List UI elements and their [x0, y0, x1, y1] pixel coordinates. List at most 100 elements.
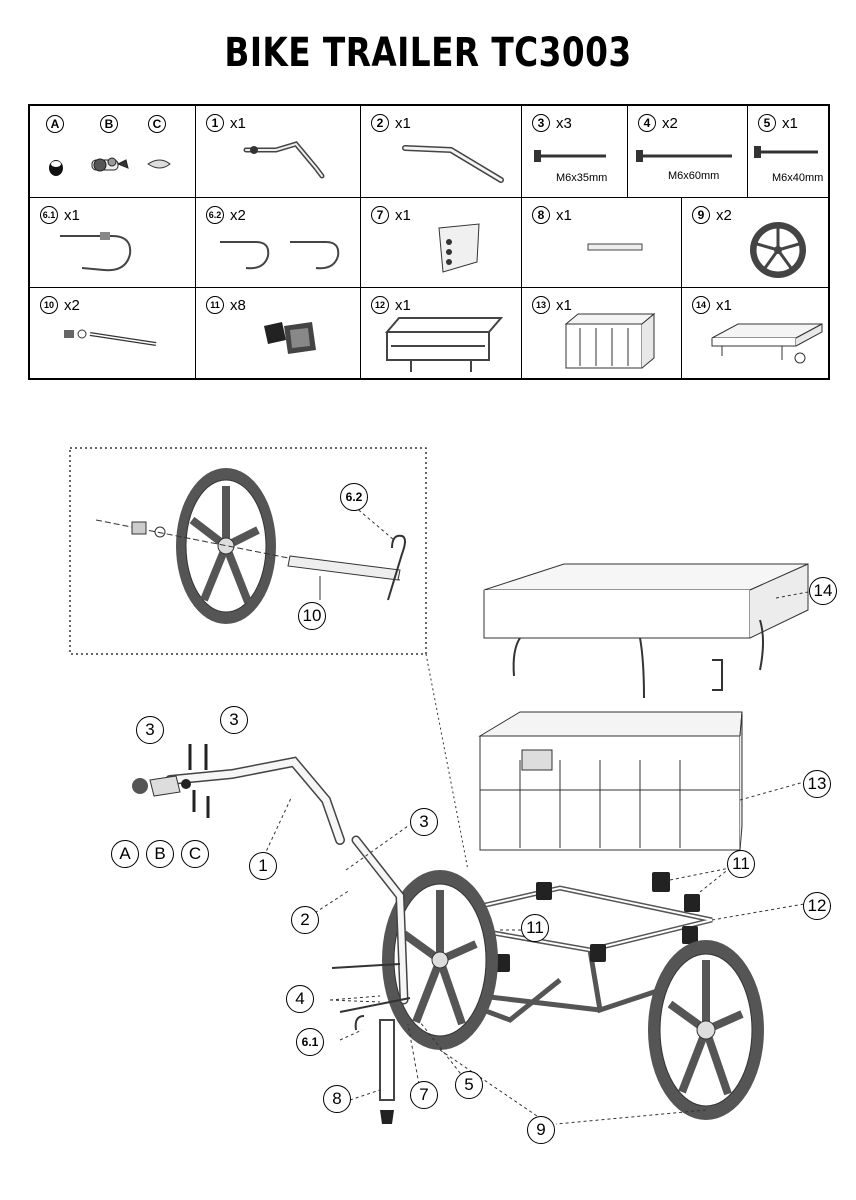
callout-12: 12 [803, 892, 831, 920]
part-id-8: 8 [532, 206, 550, 224]
part-qty-11: x8 [230, 296, 246, 314]
part-cell-14: 14 x1 [682, 288, 828, 380]
part-id-11: 11 [206, 296, 224, 314]
callout-2: 2 [291, 906, 319, 934]
part-qty-7: x1 [395, 206, 411, 224]
part-cell-13: 13 x1 [522, 288, 682, 380]
wheel-icon [750, 222, 806, 278]
callout-8: 8 [323, 1085, 351, 1113]
exploded-view-diagram: 14 13 12 11 11 9 8 7 5 6.1 4 2 3 1 3 3 A… [0, 380, 856, 1200]
part-qty-6-2: x2 [230, 206, 246, 224]
callout-13: 13 [803, 770, 831, 798]
right-wheel-drawing [648, 940, 764, 1120]
callout-3-left: 3 [136, 716, 164, 744]
part-id-12: 12 [371, 296, 389, 314]
bracket-plate-icon [438, 223, 480, 273]
axle-icon [64, 329, 157, 346]
part-id-1: 1 [206, 114, 224, 132]
part-spec-3: M6x35mm [556, 172, 608, 184]
part-id-13: 13 [532, 296, 550, 314]
part-id-2: 2 [371, 114, 389, 132]
part-id-3: 3 [532, 114, 550, 132]
callout-c: C [181, 840, 209, 868]
callout-10: 10 [298, 602, 326, 630]
part-cell-8: 8 x1 [522, 198, 682, 287]
callout-14: 14 [809, 577, 837, 605]
callout-4: 4 [286, 985, 314, 1013]
part-id-6-1: 6.1 [40, 206, 58, 224]
part-id-10: 10 [40, 296, 58, 314]
callout-11-right: 11 [727, 850, 755, 878]
part-cell-2: 2 x1 [361, 106, 522, 197]
part-cell-11: 11 x8 [196, 288, 361, 380]
callout-7: 7 [410, 1081, 438, 1109]
part-qty-1: x1 [230, 114, 246, 132]
part-qty-6-1: x1 [64, 206, 80, 224]
part-id-7: 7 [371, 206, 389, 224]
part-cell-abc: A B C [30, 106, 196, 197]
part-id-14: 14 [692, 296, 710, 314]
part-cell-5: 5 x1 M6x40mm [748, 106, 828, 197]
lock-pin-icon [220, 241, 340, 270]
part-cell-6-1: 6.1 x1 [30, 198, 196, 287]
bottom-pieces-drawing [263, 795, 465, 1124]
callout-3-right: 3 [220, 706, 248, 734]
part-cell-4: 4 x2 M6x60mm [628, 106, 748, 197]
part-id-c: C [148, 115, 166, 133]
callout-6-2: 6.2 [340, 483, 368, 511]
part-cell-7: 7 x1 [361, 198, 522, 287]
crate-icon [564, 312, 656, 369]
part-qty-5: x1 [782, 114, 798, 132]
part-qty-13: x1 [556, 296, 572, 314]
tow-bar-icon [402, 145, 504, 183]
hitch-assembly-drawing [132, 744, 210, 818]
callout-3-tow: 3 [410, 808, 438, 836]
part-id-6-2: 6.2 [206, 206, 224, 224]
frame-icon [384, 317, 504, 372]
parts-row-3: 10 x2 11 x8 12 x1 [30, 288, 828, 380]
part-cell-10: 10 x2 [30, 288, 196, 380]
bolt-m6x60-icon [636, 150, 732, 162]
part-cell-6-2: 6.2 x2 [196, 198, 361, 287]
inset-wheel [95, 468, 406, 624]
part-qty-8: x1 [556, 206, 572, 224]
parts-row-2: 6.1 x1 6.2 x2 7 x1 8 x1 [30, 198, 828, 288]
part-spec-5: M6x40mm [772, 172, 824, 184]
part-id-5: 5 [758, 114, 776, 132]
part-cell-12: 12 x1 [361, 288, 522, 380]
part-id-4: 4 [638, 114, 656, 132]
cover-14-drawing [483, 563, 809, 699]
part-spec-4: M6x60mm [668, 170, 720, 182]
part-cell-3: 3 x3 M6x35mm [522, 106, 628, 197]
axle-tube-icon [587, 243, 643, 251]
part-qty-3: x3 [556, 114, 572, 132]
callout-9: 9 [527, 1116, 555, 1144]
part-id-a: A [46, 115, 64, 133]
callout-b: B [146, 840, 174, 868]
cover-icon [711, 323, 823, 364]
bolt-m6x40-icon [754, 146, 818, 158]
callout-a: A [111, 840, 139, 868]
part-id-9: 9 [692, 206, 710, 224]
callout-11-left: 11 [521, 914, 549, 942]
callout-5: 5 [455, 1071, 483, 1099]
left-wheel-drawing [382, 870, 498, 1050]
part-qty-4: x2 [662, 114, 678, 132]
part-qty-2: x1 [395, 114, 411, 132]
part-a-b-c-illustration [49, 157, 171, 176]
part-qty-14: x1 [716, 296, 732, 314]
crate-13-drawing [478, 711, 805, 851]
hitch-pin-icon [60, 232, 132, 272]
bolt-m6x35-icon [534, 150, 606, 162]
part-id-b: B [100, 115, 118, 133]
exploded-view-drawing [69, 447, 809, 1125]
page-title: BIKE TRAILER TC3003 [224, 30, 632, 76]
callout-6-1: 6.1 [296, 1028, 324, 1056]
part-qty-12: x1 [395, 296, 411, 314]
callout-1: 1 [249, 852, 277, 880]
clamp-icon [264, 322, 316, 354]
part-qty-10: x2 [64, 296, 80, 314]
